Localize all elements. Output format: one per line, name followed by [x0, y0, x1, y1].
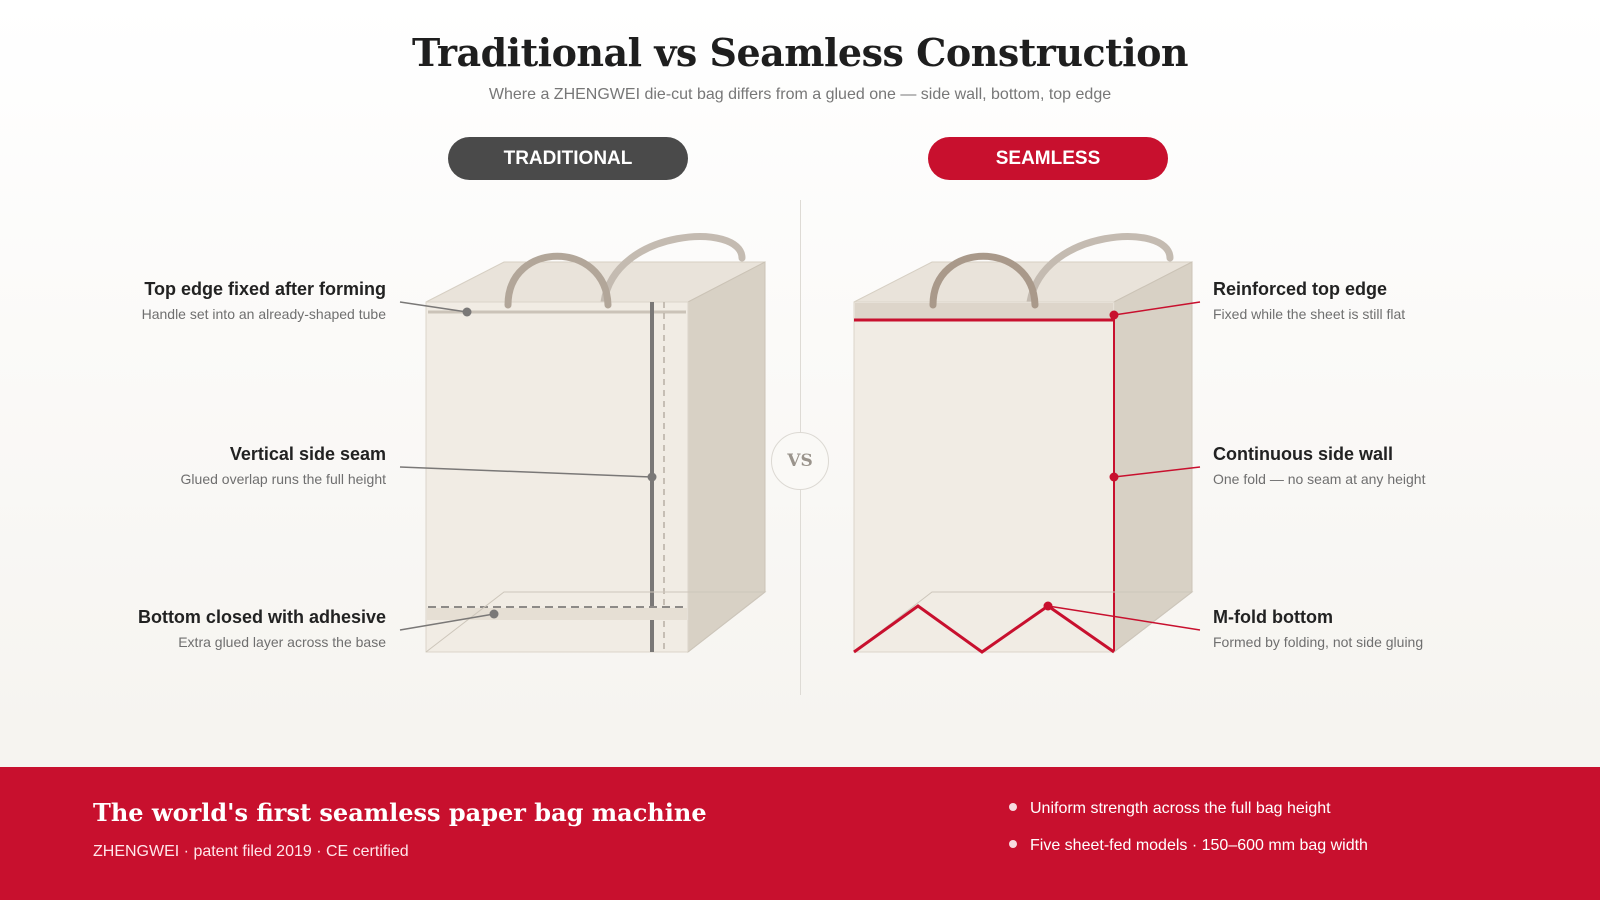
callout-traditional-bottom: Bottom closed with adhesive Extra glued …: [56, 607, 386, 650]
page-title: Traditional vs Seamless Construction: [411, 30, 1189, 75]
callout-seamless-bottom: M-fold bottom Formed by folding, not sid…: [1213, 607, 1543, 650]
seamless-m-fold: [853, 604, 1115, 654]
callout-desc: Fixed while the sheet is still flat: [1213, 306, 1406, 322]
seamless-top-band: [855, 303, 1113, 320]
seamless-bag-side-face: [1113, 261, 1193, 654]
callout-title: Vertical side seam: [229, 444, 386, 464]
callout-title: Reinforced top edge: [1213, 279, 1388, 299]
footer-bullet-text: Five sheet-fed models · 150–600 mm bag w…: [1030, 837, 1368, 854]
vs-badge: VS: [771, 432, 829, 490]
traditional-marker-bottom: [489, 609, 499, 619]
traditional-bag: [399, 233, 767, 654]
traditional-handle-front: [504, 252, 612, 309]
traditional-bottom-outline: [425, 591, 767, 653]
traditional-pill: TRADITIONAL: [448, 137, 688, 180]
footer-bullet-text: Uniform strength across the full bag hei…: [1030, 800, 1331, 817]
seamless-handle-back: [1026, 233, 1174, 306]
callout-traditional-top: Top edge fixed after forming Handle set …: [56, 279, 386, 322]
callout-traditional-seam: Vertical side seam Glued overlap runs th…: [56, 444, 386, 487]
callout-title: Top edge fixed after forming: [144, 279, 386, 299]
callout-seamless-top: Reinforced top edge Fixed while the shee…: [1213, 279, 1543, 322]
traditional-leader-seam: [399, 466, 653, 478]
seamless-pill: SEAMLESS: [928, 137, 1168, 180]
callout-desc: Extra glued layer across the base: [178, 634, 386, 650]
traditional-handle-back: [600, 233, 746, 306]
callout-desc: Formed by folding, not side gluing: [1213, 634, 1424, 650]
bullet-dot-icon: [1009, 802, 1017, 811]
callout-title: M-fold bottom: [1213, 607, 1333, 627]
seamless-leader-wall: [1113, 466, 1201, 478]
callout-seamless-wall: Continuous side wall One fold — no seam …: [1213, 444, 1543, 487]
traditional-bag-side-face: [687, 261, 766, 654]
bullet-dot-icon: [1009, 839, 1017, 848]
callout-desc: Handle set into an already-shaped tube: [141, 306, 386, 322]
traditional-leader-bottom: [399, 613, 495, 631]
footer-subtitle: ZHENGWEI · patent filed 2019 · CE certif…: [93, 843, 409, 860]
seamless-leader-bottom: [1047, 605, 1201, 631]
seamless-leader-top: [1113, 301, 1201, 316]
bag-comparison-diagram: [399, 233, 1201, 654]
callout-desc: Glued overlap runs the full height: [180, 471, 386, 487]
seamless-handle-front: [929, 252, 1039, 309]
seamless-bag: [853, 233, 1201, 654]
seamless-marker-wall: [1109, 472, 1119, 482]
seamless-bag-front-face: [853, 301, 1115, 653]
footer-bullet: Uniform strength across the full bag hei…: [1009, 800, 1331, 818]
callout-title: Continuous side wall: [1213, 444, 1394, 464]
footer-bullet: Five sheet-fed models · 150–600 mm bag w…: [1009, 837, 1368, 855]
traditional-leader-top: [399, 301, 468, 313]
footer-banner: The world's first seamless paper bag mac…: [0, 767, 1600, 900]
traditional-marker-seam: [647, 472, 657, 482]
callout-title: Bottom closed with adhesive: [137, 607, 386, 627]
seamless-marker-top: [1109, 310, 1119, 320]
footer-title: The world's first seamless paper bag mac…: [93, 798, 707, 827]
page-subtitle: Where a ZHENGWEI die-cut bag differs fro…: [488, 86, 1112, 103]
callout-desc: One fold — no seam at any height: [1213, 471, 1426, 487]
seamless-marker-bottom: [1043, 601, 1053, 611]
traditional-marker-top: [462, 307, 472, 317]
